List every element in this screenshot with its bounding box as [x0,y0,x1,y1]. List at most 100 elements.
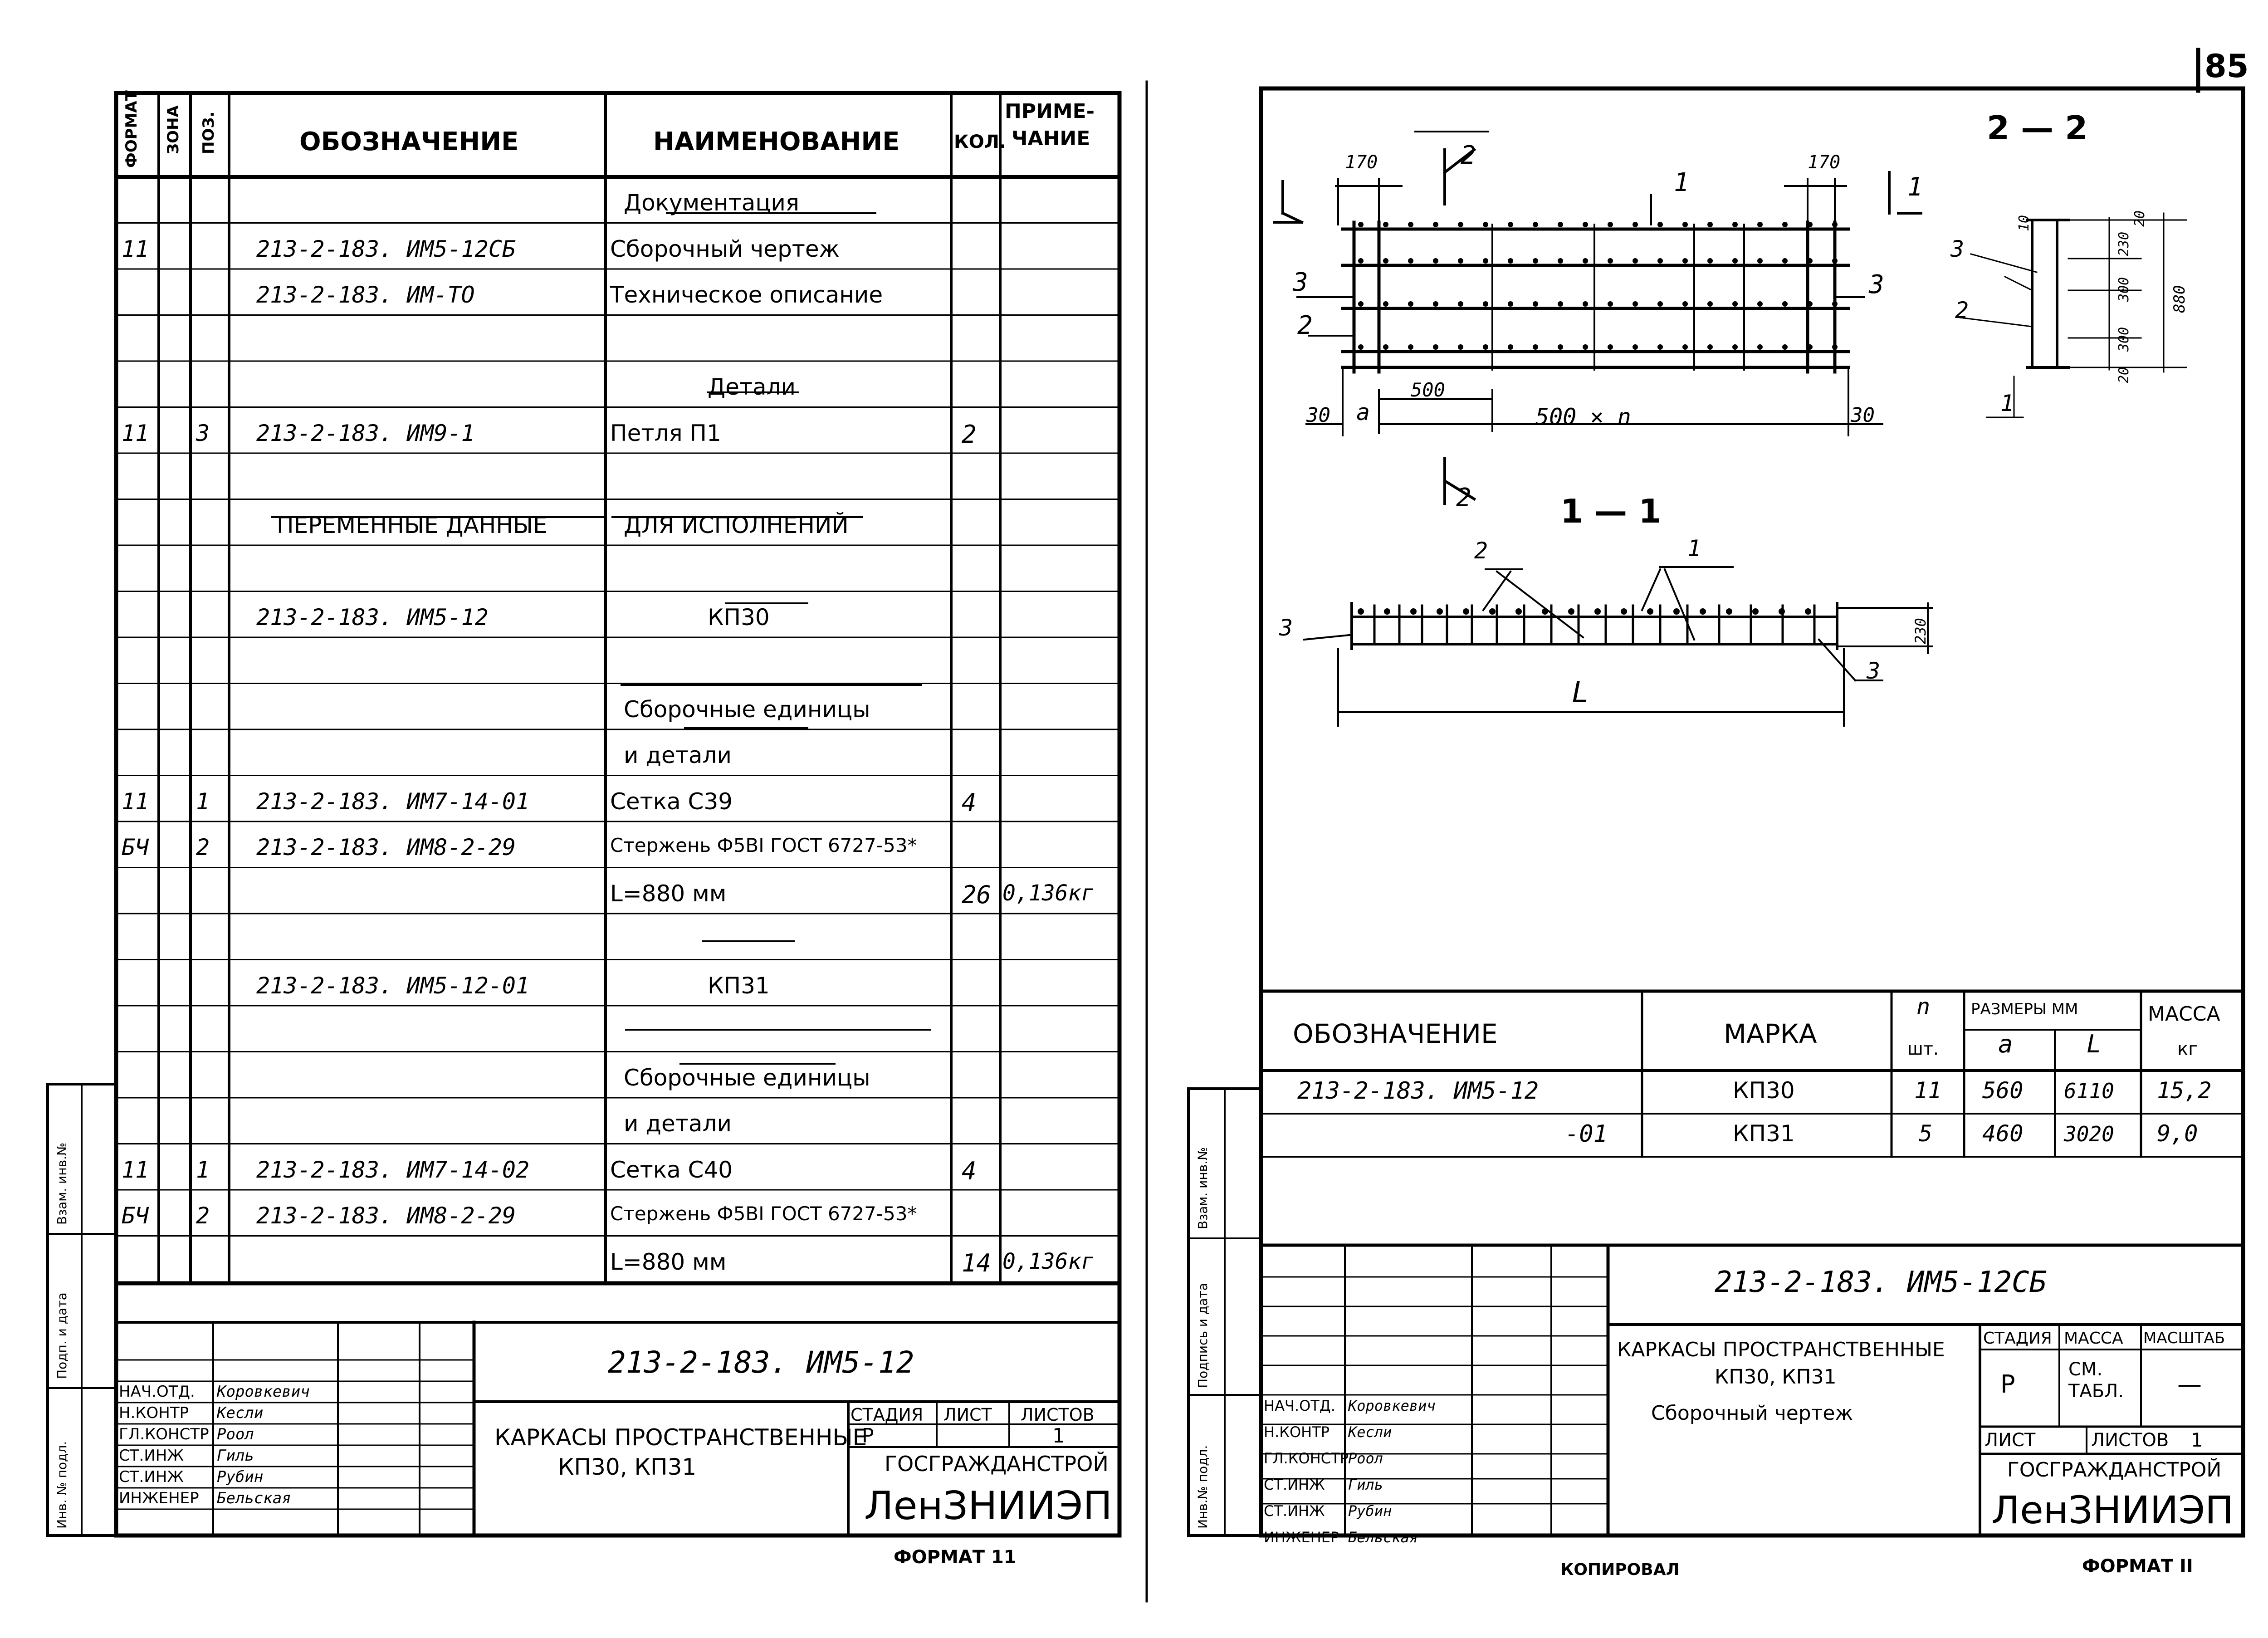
header-designation: ОБОЗНАЧЕНИЕ [299,127,519,156]
rebar-dot [1608,222,1613,227]
left-stamp-org2: ЛенЗНИИЭП [864,1483,1112,1529]
dim-row-designation: 213-2-183. ИМ5-12 [1297,1077,1539,1105]
header-note-line1: ПРИМЕ- [1005,100,1095,123]
left-stamp-code: 213-2-183. ИМ5-12 [608,1345,914,1380]
rebar-dot [1458,344,1463,350]
cell-pos: 2 [196,1203,210,1229]
rebar-dot [1682,344,1688,350]
cell-note: 0,136кг [1002,1248,1095,1274]
dim-row-a: 560 [1982,1077,2024,1104]
rebar-dot [1757,222,1763,227]
cell-format: БЧ [122,834,149,861]
stamp-person-name: Рубин [217,1468,264,1486]
rebar-dot [1358,301,1364,307]
rebar-dot [1489,608,1496,615]
dim-500: 500 [1411,379,1445,401]
cell-designation: 213-2-183. ИМ7-14-01 [256,788,530,815]
dim-a: a [1356,399,1370,425]
section-2-2-title: 2 — 2 [1987,109,2088,147]
stamp-person-name: Гиль [217,1447,254,1465]
rebar-dot [1657,344,1663,350]
marker-2-top: 2 [1461,141,1476,170]
rebar-dot [1515,608,1522,615]
rebar-dot [1807,301,1813,307]
dim-170-right: 170 [1808,152,1841,173]
rebar-dot [1657,222,1663,227]
stamp-person-name: Роол [217,1425,254,1443]
cell-name: КП31 [708,972,770,999]
label-pos-3-plan-right: 3 [1869,270,1884,299]
cell-qty: 4 [962,1156,977,1185]
section-1-1-title: 1 — 1 [1560,492,1662,530]
rebar-dot [1782,301,1788,307]
cell-designation: 213-2-183. ИМ5-12 [256,604,489,631]
rebar-dot [1558,258,1563,264]
rebar-dot [1633,222,1638,227]
right-stamp-mass-label: МАССА [2064,1329,2123,1348]
rebar-dot [1358,258,1364,264]
cell-designation: 213-2-183. ИМ8-2-29 [256,1203,516,1229]
label-pos-1-s22: 1 [2000,390,2014,416]
header-qty: КОЛ. [954,132,1007,152]
rebar-dot [1433,301,1438,307]
rebar-dot [1608,344,1613,350]
rebar-dot [1608,301,1613,307]
cell-designation: 213-2-183. ИМ5-12-01 [256,972,530,999]
right-strip-replace: Взам. инв.№ [1195,1147,1210,1229]
rebar-dot [1437,608,1443,615]
cell-name: Сборочные единицы [624,1064,870,1091]
left-strip-inv: Инв. № подл. [54,1441,69,1529]
cell-pos: 1 [196,1156,210,1183]
right-stamp-org2: ЛенЗНИИЭП [1991,1488,2234,1532]
rebar-dot [1832,344,1838,350]
rebar-dot [1832,258,1838,264]
rebar-dot [1483,344,1488,350]
rebar-dot [1383,222,1388,227]
rebar-dot [1583,301,1588,307]
dim-table-header-mass: МАССА [2148,1002,2220,1026]
cell-name: Детали [708,374,796,400]
dim-row-L: 6110 [2064,1079,2114,1103]
label-pos-2-s22: 2 [1955,297,1969,323]
cell-name: Сборочные единицы [624,696,870,723]
right-stamp-code: 213-2-183. ИМ5-12СБ [1715,1266,2047,1299]
stamp-role: Н.КОНТР [119,1404,189,1422]
stamp-role: НАЧ.ОТД. [1264,1397,1335,1414]
cell-name: Стержень Ф5ВI ГОСТ 6727-53* [610,1203,917,1225]
cell-format: БЧ [122,1203,149,1229]
rebar-dot [1782,258,1788,264]
label-pos-3-s22: 3 [1950,236,1965,262]
dim-row-mass: 9,0 [2157,1120,2198,1147]
stamp-person-name: Кесли [217,1404,264,1422]
cell-designation: 213-2-183. ИМ9-1 [256,420,475,446]
right-stamp-scale: — [2177,1370,2202,1398]
stamp-person-name: Роол [1348,1450,1383,1467]
rebar-dot [1807,258,1813,264]
dim-s11-230: 230 [1912,618,1929,644]
rebar-dot [1483,222,1488,227]
cell-name: Сетка С39 [610,788,733,815]
dim-s22-10: 10 [2016,215,2032,231]
cell-designation: 213-2-183. ИМ8-2-29 [256,834,516,861]
right-format-label: ФОРМАТ II [2082,1556,2193,1577]
rebar-dot [1633,258,1638,264]
rebar-dot [1832,301,1838,307]
right-stamp-title-1: КАРКАСЫ ПРОСТРАНСТВЕННЫЕ [1617,1338,1945,1361]
rebar-dot [1782,344,1788,350]
rebar-dot [1682,258,1688,264]
cell-format: 11 [122,420,149,446]
dim-170-left: 170 [1345,152,1378,173]
rebar-dot [1673,608,1680,615]
left-stamp-stage: Р [862,1424,874,1447]
dim-table-header-mark: МАРКА [1724,1018,1817,1049]
rebar-dot [1408,344,1413,350]
rebar-dot [1433,222,1438,227]
stamp-role: ГЛ.КОНСТР [119,1425,209,1443]
rebar-dot [1408,258,1413,264]
rebar-dot [1752,608,1759,615]
stamp-role: СТ.ИНЖ [119,1468,184,1486]
right-stamp-title-2: КП30, КП31 [1715,1365,1837,1389]
dim-s22-300-bottom: 300 [2116,327,2132,352]
rebar-dot [1508,222,1513,227]
